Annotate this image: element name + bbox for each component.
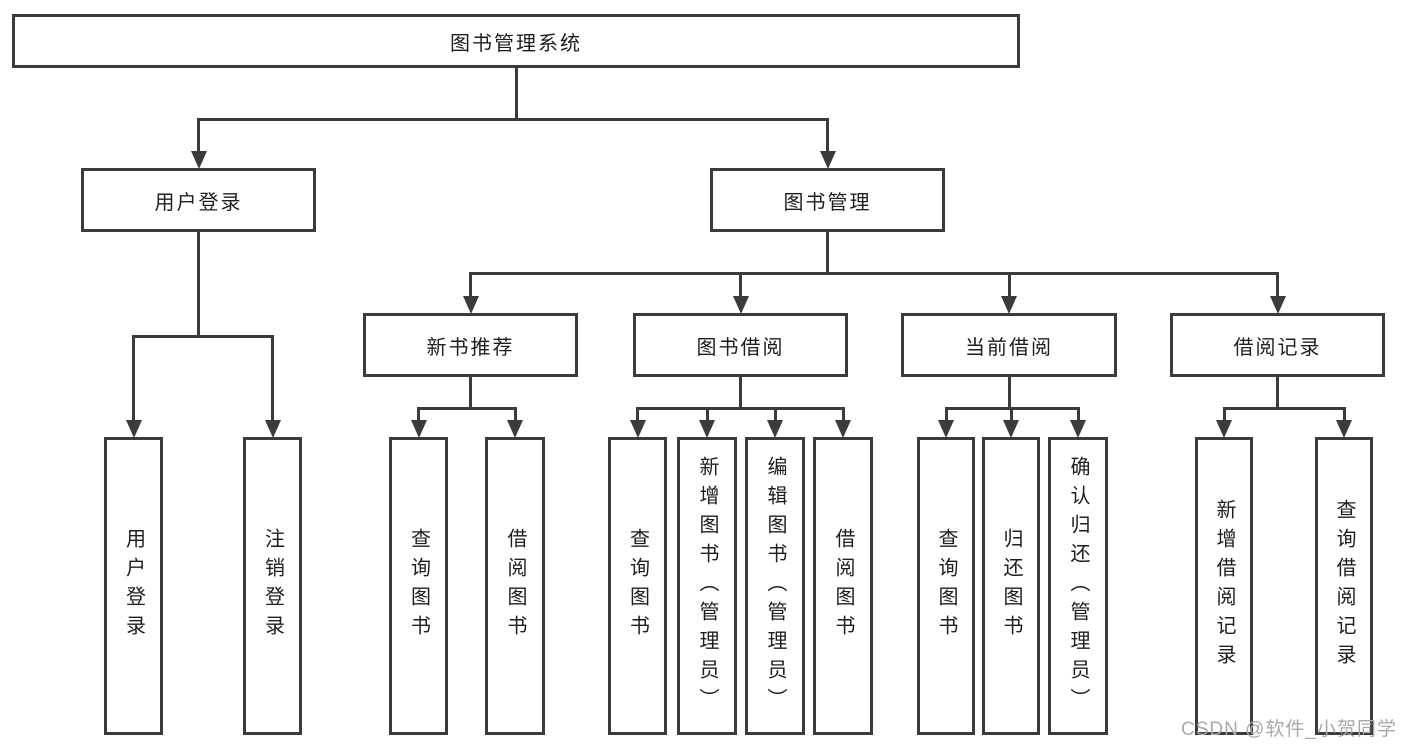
- edge-branch-book-mgmt: [469, 272, 1279, 275]
- edge-drop-b-add: [705, 407, 709, 421]
- arrow-down-icon: [938, 420, 954, 438]
- edge-drop-b-borrow: [841, 407, 845, 421]
- edge-drop-r-add: [1222, 407, 1226, 421]
- arrow-down-icon: [699, 420, 715, 438]
- arrow-down-icon: [732, 296, 749, 314]
- arrow-down-icon: [1001, 296, 1017, 314]
- edge-branch-new-rec: [417, 407, 517, 410]
- edge-drop-user-login: [197, 118, 200, 152]
- edge-drop-c-confirm: [1076, 407, 1080, 421]
- node-label-c-return: 归还图书: [1000, 528, 1022, 644]
- edge-drop-current: [1007, 272, 1011, 297]
- edge-drop-ul-login: [132, 335, 135, 421]
- edge-drop-c-return: [1009, 407, 1013, 421]
- node-book-mgmt: 图书管理: [710, 168, 945, 232]
- node-c-confirm: 确认归还（管理员）: [1048, 437, 1108, 735]
- node-root: 图书管理系统: [12, 14, 1020, 68]
- edge-stem-current: [1007, 377, 1011, 410]
- edge-branch-root: [197, 118, 829, 121]
- arrow-down-icon: [125, 420, 142, 438]
- edge-drop-book-mgmt: [826, 118, 829, 152]
- arrow-down-icon: [819, 151, 836, 169]
- arrow-down-icon: [1216, 420, 1232, 438]
- edge-stem-new-rec: [469, 377, 472, 410]
- edge-drop-nr-query: [417, 407, 420, 421]
- node-b-query: 查询图书: [608, 437, 667, 735]
- node-new-rec: 新书推荐: [363, 313, 578, 377]
- node-label-r-add: 新增借阅记录: [1213, 499, 1235, 673]
- edge-branch-record: [1222, 407, 1346, 410]
- node-c-return: 归还图书: [982, 437, 1040, 735]
- edge-drop-b-edit: [773, 407, 777, 421]
- node-label-root: 图书管理系统: [450, 32, 582, 55]
- edge-drop-record: [1276, 272, 1279, 297]
- edge-drop-ul-logout: [271, 335, 274, 421]
- edge-branch-borrow: [636, 407, 845, 410]
- node-b-edit: 编辑图书（管理员）: [745, 437, 805, 735]
- node-label-record: 借阅记录: [1233, 336, 1322, 359]
- node-current: 当前借阅: [901, 313, 1117, 377]
- node-user-login: 用户登录: [81, 168, 316, 232]
- arrow-down-icon: [264, 420, 281, 438]
- node-label-b-add: 新增图书（管理员）: [696, 455, 718, 717]
- edge-drop-borrow: [739, 272, 742, 297]
- node-record: 借阅记录: [1170, 313, 1385, 377]
- node-c-query: 查询图书: [917, 437, 975, 735]
- node-label-new-rec: 新书推荐: [426, 336, 515, 359]
- node-label-c-query: 查询图书: [935, 528, 957, 644]
- edge-branch-user-login: [132, 335, 274, 338]
- edge-drop-nr-borrow: [513, 407, 517, 421]
- node-label-b-edit: 编辑图书（管理员）: [764, 455, 786, 717]
- arrow-down-icon: [835, 420, 851, 438]
- node-label-r-query: 查询借阅记录: [1333, 499, 1355, 673]
- node-nr-borrow: 借阅图书: [485, 437, 545, 735]
- edge-stem-user-login: [197, 232, 200, 338]
- arrow-down-icon: [1269, 296, 1286, 314]
- node-b-borrow: 借阅图书: [813, 437, 873, 735]
- node-borrow: 图书借阅: [633, 313, 848, 377]
- edge-drop-r-query: [1342, 407, 1346, 421]
- edge-stem-record: [1276, 377, 1279, 410]
- node-label-current: 当前借阅: [965, 336, 1053, 359]
- node-label-user-login: 用户登录: [154, 191, 243, 214]
- node-r-query: 查询借阅记录: [1315, 437, 1373, 735]
- node-ul-logout: 注销登录: [243, 437, 302, 735]
- node-nr-query: 查询图书: [389, 437, 448, 735]
- edge-stem-root: [514, 68, 518, 121]
- edge-stem-book-mgmt: [826, 232, 829, 275]
- node-label-b-borrow: 借阅图书: [832, 528, 854, 644]
- node-label-ul-logout: 注销登录: [261, 528, 284, 644]
- node-label-borrow: 图书借阅: [696, 336, 785, 359]
- arrow-down-icon: [462, 296, 479, 314]
- node-label-nr-query: 查询图书: [407, 528, 430, 644]
- node-label-b-query: 查询图书: [626, 528, 649, 644]
- node-b-add: 新增图书（管理员）: [677, 437, 737, 735]
- arrow-down-icon: [507, 420, 523, 438]
- node-label-ul-login: 用户登录: [122, 528, 145, 644]
- edge-stem-borrow: [739, 377, 742, 410]
- node-label-c-confirm: 确认归还（管理员）: [1067, 455, 1089, 717]
- edge-drop-b-query: [636, 407, 639, 421]
- arrow-down-icon: [767, 420, 783, 438]
- edge-drop-new-rec: [469, 272, 472, 297]
- arrow-down-icon: [410, 420, 427, 438]
- watermark-text: CSDN @软件_小贺同学: [1181, 719, 1397, 740]
- node-label-book-mgmt: 图书管理: [783, 191, 872, 214]
- edge-drop-c-query: [944, 407, 948, 421]
- arrow-down-icon: [1003, 420, 1019, 438]
- arrow-down-icon: [190, 151, 207, 169]
- arrow-down-icon: [1070, 420, 1086, 438]
- node-r-add: 新增借阅记录: [1195, 437, 1253, 735]
- arrow-down-icon: [1336, 420, 1352, 438]
- node-ul-login: 用户登录: [104, 437, 163, 735]
- node-label-nr-borrow: 借阅图书: [504, 528, 526, 644]
- arrow-down-icon: [629, 420, 646, 438]
